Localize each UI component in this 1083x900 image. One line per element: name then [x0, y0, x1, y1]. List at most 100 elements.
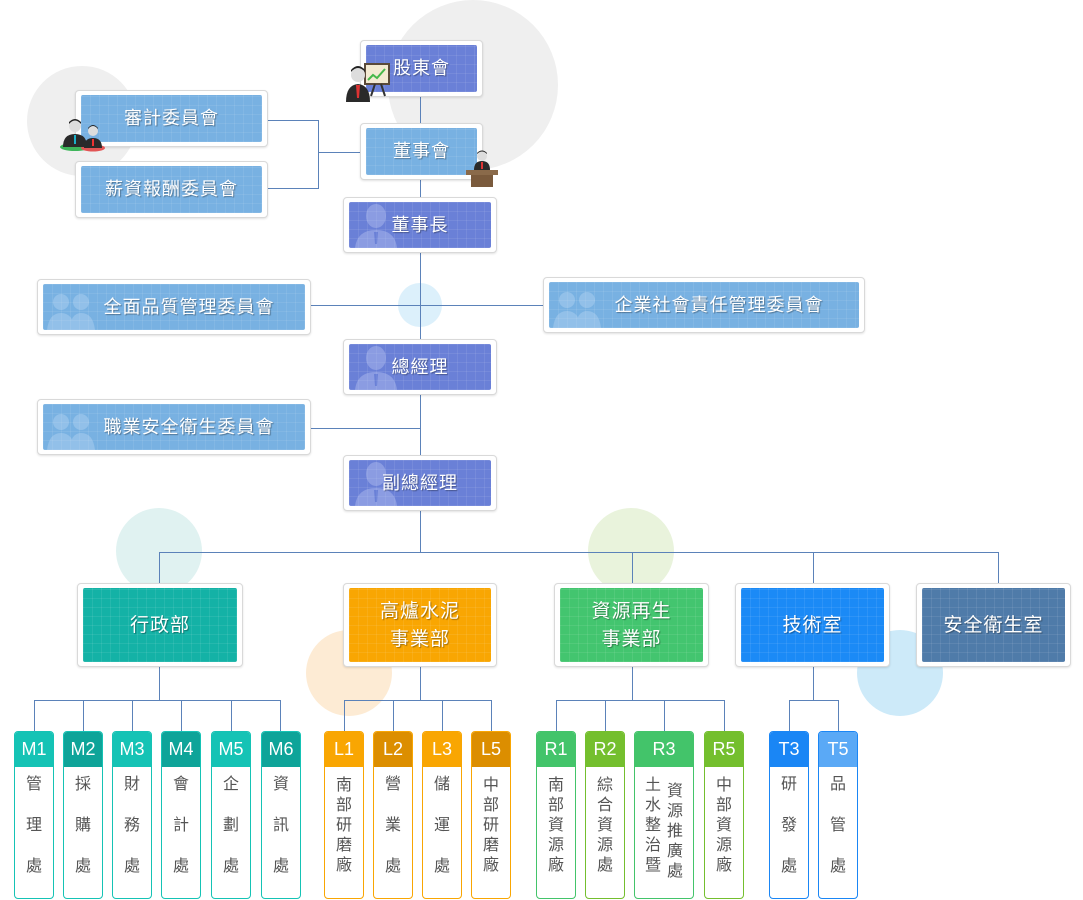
connector-committee-board — [318, 152, 362, 153]
unit-m6[interactable]: M6 資訊處 — [261, 731, 301, 899]
node-label: 董事長 — [391, 214, 449, 236]
connector-r1 — [556, 700, 557, 731]
connector-admin-units — [34, 700, 281, 701]
dept-label: 行政部 — [129, 613, 190, 636]
connector-tech-units — [789, 700, 839, 701]
unit-name: 品管處 — [829, 774, 846, 875]
node-label: 全面品質管理委員會 — [103, 296, 275, 318]
two-people-icon — [60, 119, 105, 152]
unit-name: 採購處 — [74, 774, 91, 875]
dept-cement[interactable]: 高爐水泥事業部 — [343, 583, 497, 667]
node-label: 副總經理 — [382, 472, 458, 494]
connector-m5 — [231, 700, 232, 731]
node-board[interactable]: 董事會 — [360, 123, 483, 180]
connector-t5 — [838, 700, 839, 731]
connector-tech-down — [813, 662, 814, 700]
unit-l1[interactable]: L1 南部研磨廠 — [324, 731, 364, 899]
connector-m2 — [83, 700, 84, 731]
dept-label-line-2: 事業部 — [389, 628, 450, 650]
node-label: 企業社會責任管理委員會 — [614, 294, 824, 316]
unit-code: M1 — [15, 732, 53, 767]
unit-code: M6 — [262, 732, 300, 767]
unit-code: R3 — [635, 732, 693, 767]
node-president[interactable]: 總經理 — [343, 339, 497, 395]
connector-dept-4 — [813, 552, 814, 589]
dept-tech[interactable]: 技術室 — [735, 583, 890, 667]
connector-m3 — [132, 700, 133, 731]
unit-name: 營業處 — [384, 774, 401, 875]
unit-code: L5 — [472, 732, 510, 767]
connector-l5 — [491, 700, 492, 731]
unit-code: M5 — [212, 732, 250, 767]
unit-name: 中部資源廠 — [715, 775, 732, 874]
connector-recycling-units — [556, 700, 725, 701]
node-label: 董事會 — [393, 141, 450, 162]
connector-departments — [159, 552, 999, 553]
unit-code: R2 — [586, 732, 624, 767]
connector-m4 — [181, 700, 182, 731]
connector-recycling-down — [632, 667, 633, 700]
node-csr-committee[interactable]: 企業社會責任管理委員會 — [543, 277, 865, 333]
node-label: 職業安全衛生委員會 — [103, 416, 275, 438]
connector-m1 — [34, 700, 35, 731]
node-vice-president[interactable]: 副總經理 — [343, 455, 497, 511]
unit-name: 企劃處 — [222, 774, 239, 875]
unit-name: 綜合資源處 — [596, 775, 613, 874]
connector-committee-comp — [268, 188, 318, 189]
unit-code: M3 — [113, 732, 151, 767]
unit-code: T5 — [819, 732, 857, 767]
node-tqm-committee[interactable]: 全面品質管理委員會 — [37, 279, 311, 335]
group-silhouette-icon — [47, 294, 95, 330]
connector-dept-5 — [998, 552, 999, 584]
unit-code: L2 — [374, 732, 412, 767]
unit-m1[interactable]: M1 管理處 — [14, 731, 54, 899]
presenter-chart-icon — [346, 63, 390, 102]
unit-r5[interactable]: R5 中部資源廠 — [704, 731, 744, 899]
node-chairman[interactable]: 董事長 — [343, 197, 497, 253]
unit-code: R1 — [537, 732, 575, 767]
dept-admin[interactable]: 行政部 — [77, 583, 243, 667]
dept-label-line-2: 事業部 — [601, 628, 662, 650]
unit-name: 資訊處 — [272, 774, 289, 875]
person-silhouette-icon — [355, 462, 397, 506]
unit-r2[interactable]: R2 綜合資源處 — [585, 731, 625, 899]
bg-circle-green — [588, 508, 674, 594]
connector-r2 — [605, 700, 606, 731]
unit-name: 南部研磨廠 — [335, 775, 352, 874]
node-label: 審計委員會 — [124, 108, 219, 129]
node-label: 股東會 — [393, 58, 450, 79]
unit-m5[interactable]: M5 企劃處 — [211, 731, 251, 899]
connector-t3 — [789, 700, 790, 731]
dept-safety[interactable]: 安全衛生室 — [916, 583, 1071, 667]
node-audit-committee[interactable]: 審計委員會 — [75, 90, 268, 147]
connector-admin-down — [159, 667, 160, 700]
connector-committee-audit — [268, 120, 318, 121]
node-ohs-committee[interactable]: 職業安全衛生委員會 — [37, 399, 311, 455]
unit-l2[interactable]: L2 營業處 — [373, 731, 413, 899]
dept-recycling[interactable]: 資源再生事業部 — [554, 583, 709, 667]
dept-label-line-1: 資源再生 — [591, 599, 672, 622]
unit-name: 研發處 — [780, 774, 797, 875]
node-label: 薪資報酬委員會 — [105, 179, 238, 200]
person-silhouette-icon — [355, 346, 397, 390]
unit-name: 會計處 — [172, 774, 189, 875]
unit-l5[interactable]: L5 中部研磨廠 — [471, 731, 511, 899]
connector-l2 — [393, 700, 394, 731]
unit-code: R5 — [705, 732, 743, 767]
connector-r5 — [724, 700, 725, 731]
unit-t5[interactable]: T5 品管處 — [818, 731, 858, 899]
connector-m6 — [280, 700, 281, 731]
unit-code: L1 — [325, 732, 363, 767]
unit-name: 管理處 — [25, 774, 42, 875]
unit-name: 儲運處 — [433, 774, 450, 875]
dept-label: 安全衛生室 — [943, 613, 1044, 636]
unit-name: 中部研磨廠 — [482, 775, 499, 874]
node-compensation-committee[interactable]: 薪資報酬委員會 — [75, 161, 268, 218]
